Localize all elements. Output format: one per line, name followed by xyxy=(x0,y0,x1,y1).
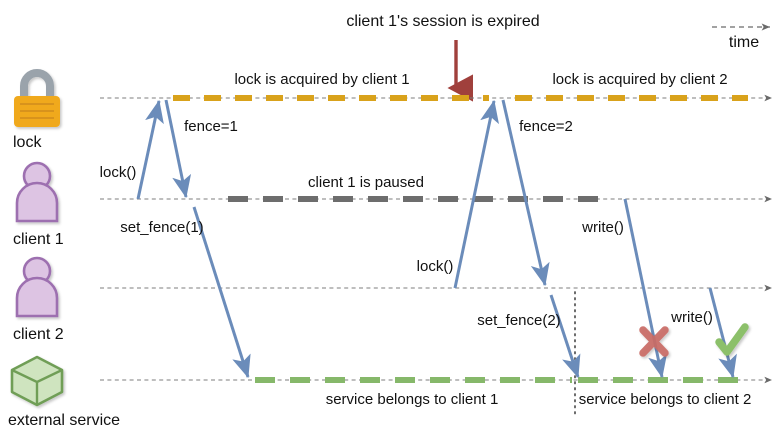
lane-label-client1: client 1 xyxy=(13,231,64,248)
message-label-set-fence-2: set_fence(2) xyxy=(477,312,560,329)
span-labels: lock is acquired by client 1 lock is acq… xyxy=(234,71,751,408)
lane-label-service: external service xyxy=(8,412,120,429)
check-icon xyxy=(715,323,749,356)
span-label-service-client2: service belongs to client 2 xyxy=(579,391,752,408)
span-label-lock-client2: lock is acquired by client 2 xyxy=(552,71,727,88)
message-labels: lock() fence=1 set_fence(1) lock() fence… xyxy=(100,118,713,329)
arrow-write-client2 xyxy=(708,287,737,379)
session-expiry-label: client 1's session is expired xyxy=(346,13,539,30)
lane-label-lock: lock xyxy=(13,134,42,151)
message-label-lock-call-1: lock() xyxy=(100,164,137,181)
arrow-fence-2 xyxy=(501,99,550,287)
lane-labels: lock client 1 client 2 external service xyxy=(8,134,120,429)
message-label-fence-2: fence=2 xyxy=(519,118,573,135)
message-label-set-fence-1: set_fence(1) xyxy=(120,219,203,236)
arrow-lock-call-1 xyxy=(136,99,164,200)
cross-icon xyxy=(639,326,669,357)
person-icon xyxy=(15,256,59,318)
cube-icon xyxy=(10,355,64,407)
arrow-lock-call-2 xyxy=(453,99,499,289)
lane-baselines xyxy=(100,94,772,384)
lane-label-client2: client 2 xyxy=(13,326,64,343)
session-expiry-note: client 1's session is expired xyxy=(346,13,540,102)
arrow-set-fence-1 xyxy=(192,206,251,379)
arrow-set-fence-2 xyxy=(549,294,581,379)
time-axis-label: time xyxy=(729,34,759,51)
span-label-lock-client1: lock is acquired by client 1 xyxy=(234,71,409,88)
padlock-icon xyxy=(14,69,60,127)
person-icon xyxy=(15,161,59,223)
message-label-lock-call-2: lock() xyxy=(417,258,454,275)
arrow-fence-1 xyxy=(164,99,192,199)
span-label-client1-paused: client 1 is paused xyxy=(308,174,424,191)
message-label-write-client2: write() xyxy=(670,309,713,326)
state-spans xyxy=(173,95,748,383)
time-axis: time xyxy=(712,23,770,51)
message-label-fence-1: fence=1 xyxy=(184,118,238,135)
message-label-write-client1: write() xyxy=(581,219,624,236)
span-label-service-client1: service belongs to client 1 xyxy=(326,391,499,408)
